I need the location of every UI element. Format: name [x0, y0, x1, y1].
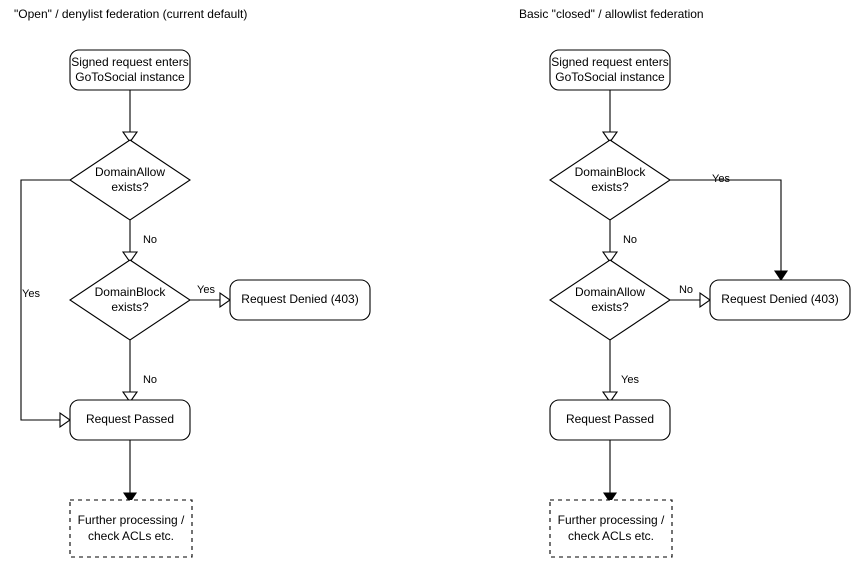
node-start-left-line2: GoToSocial instance — [75, 70, 185, 84]
edge-decision1-no-right: No — [601, 220, 637, 263]
node-request-denied-left[interactable]: Request Denied (403) — [229, 279, 371, 321]
edge-label-decision2-no-left: No — [143, 374, 157, 386]
node-further-processing-left-line2: check ACLs etc. — [88, 529, 174, 543]
edge-label-decision1-yes-left: Yes — [22, 288, 40, 300]
edge-label-decision2-yes-right: Yes — [621, 374, 639, 386]
node-start-left[interactable]: Signed request enters GoToSocial instanc… — [69, 49, 191, 91]
node-further-processing-right-line1: Further processing / — [558, 513, 665, 527]
edge-label-decision1-no-right: No — [623, 234, 637, 246]
node-decision-domainblock-right-line2: exists? — [591, 180, 629, 194]
edge-passed-to-further-right — [602, 440, 618, 503]
node-request-passed-right-label: Request Passed — [566, 412, 654, 426]
node-further-processing-right[interactable]: Further processing / check ACLs etc. — [549, 499, 673, 558]
edge-label-decision2-yes-left: Yes — [197, 284, 215, 296]
edge-label-decision1-no-left: No — [143, 234, 157, 246]
edge-label-decision2-no-right: No — [679, 284, 693, 296]
diagram-title-open-denylist: "Open" / denylist federation (current de… — [14, 7, 247, 21]
diagram-closed-allowlist: Basic "closed" / allowlist federation Ye… — [519, 7, 851, 558]
node-decision-domainallow-right-line1: DomainAllow — [575, 285, 645, 299]
node-decision-domainallow-right-line2: exists? — [591, 300, 629, 314]
node-request-passed-left-label: Request Passed — [86, 412, 174, 426]
diagram-title-closed-allowlist: Basic "closed" / allowlist federation — [519, 7, 704, 21]
edge-decision1-no-left: No — [121, 220, 157, 263]
edge-decision1-yes-left: Yes — [20, 179, 71, 429]
edge-decision2-yes-left: Yes — [190, 284, 231, 309]
node-decision-domainallow-left-line1: DomainAllow — [95, 165, 165, 179]
node-decision-domainallow-left-line2: exists? — [111, 180, 149, 194]
node-further-processing-left-line1: Further processing / — [78, 513, 185, 527]
node-start-right-line2: GoToSocial instance — [555, 70, 665, 84]
diagram-open-denylist: "Open" / denylist federation (current de… — [14, 7, 371, 558]
edge-decision1-yes-right: Yes — [670, 173, 789, 281]
node-decision-domainblock-left[interactable]: DomainBlock exists? — [69, 259, 191, 341]
node-further-processing-right-line2: check ACLs etc. — [568, 529, 654, 543]
edge-decision2-no-right: No — [670, 284, 711, 309]
node-decision-domainblock-right[interactable]: DomainBlock exists? — [549, 139, 671, 221]
edge-label-decision1-yes-right: Yes — [712, 173, 730, 185]
node-start-right[interactable]: Signed request enters GoToSocial instanc… — [549, 49, 671, 91]
node-request-denied-right[interactable]: Request Denied (403) — [709, 279, 851, 321]
node-decision-domainblock-left-line1: DomainBlock — [95, 285, 167, 299]
node-decision-domainblock-left-line2: exists? — [111, 300, 149, 314]
edge-start-to-decision1-left — [121, 90, 139, 143]
node-decision-domainblock-right-line1: DomainBlock — [575, 165, 647, 179]
node-request-denied-right-label: Request Denied (403) — [721, 292, 838, 306]
node-decision-domainallow-right[interactable]: DomainAllow exists? — [549, 259, 671, 341]
node-start-left-line1: Signed request enters — [71, 55, 188, 69]
node-request-passed-left[interactable]: Request Passed — [69, 399, 191, 441]
node-decision-domainallow-left[interactable]: DomainAllow exists? — [69, 139, 191, 221]
edge-passed-to-further-left — [122, 440, 138, 503]
edge-decision2-no-left: No — [121, 340, 157, 403]
node-start-right-line1: Signed request enters — [551, 55, 668, 69]
node-request-denied-left-label: Request Denied (403) — [241, 292, 358, 306]
edge-start-to-decision1-right — [601, 90, 619, 143]
edge-decision2-yes-right: Yes — [601, 340, 639, 403]
node-request-passed-right[interactable]: Request Passed — [549, 399, 671, 441]
node-further-processing-left[interactable]: Further processing / check ACLs etc. — [69, 499, 193, 558]
